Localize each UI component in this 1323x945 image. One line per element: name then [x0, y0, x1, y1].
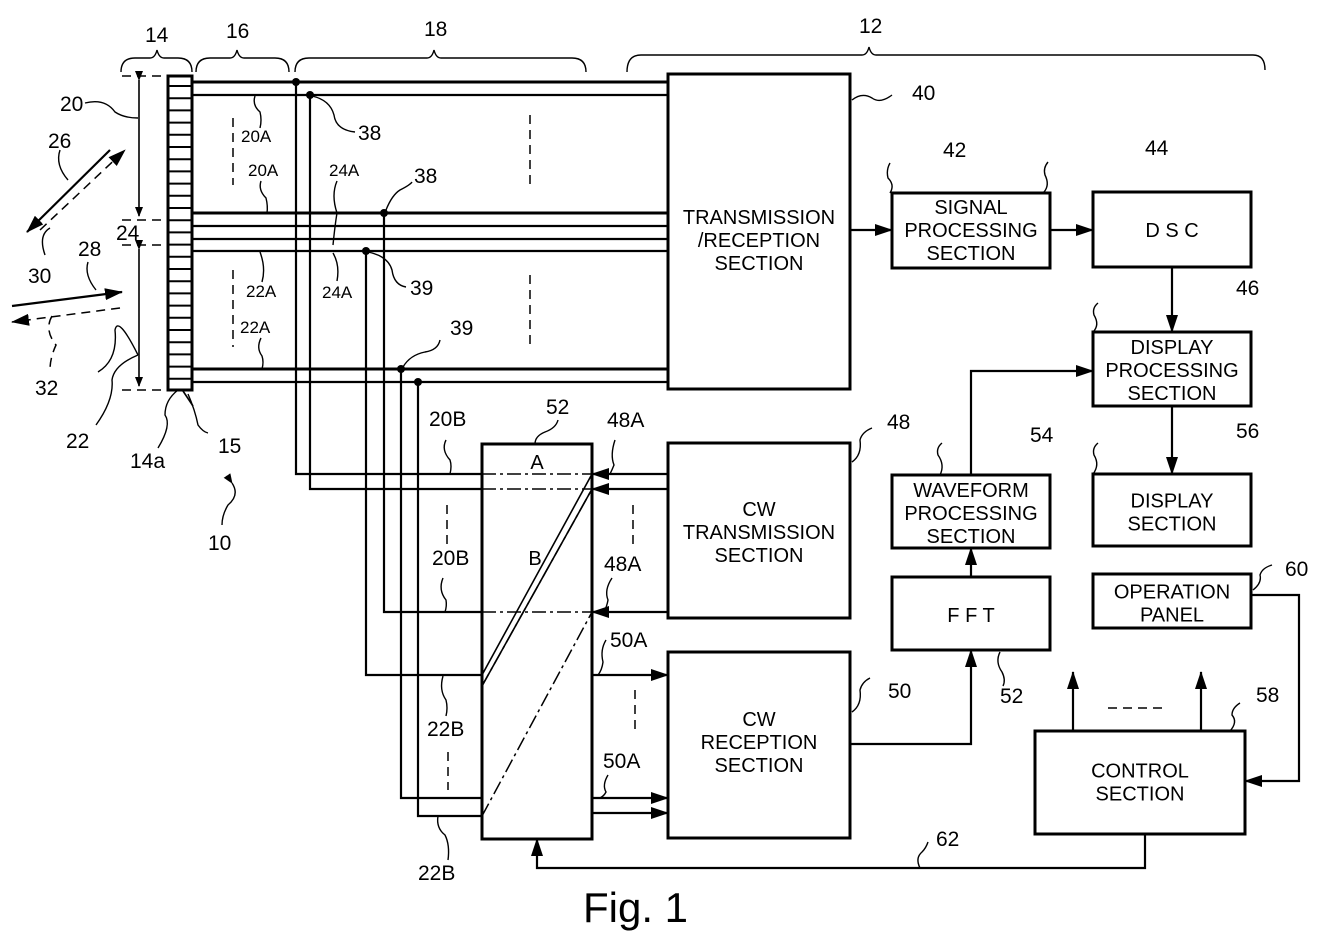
block-cwr-label-line: SECTION	[715, 755, 804, 777]
block-signal-processing: SIGNALPROCESSINGSECTION 42	[887, 139, 1050, 268]
ref-50A-2: 50A	[603, 750, 640, 773]
bracket-cable-label: 16	[226, 20, 249, 43]
ref-44: 44	[1145, 137, 1169, 160]
ref-62: 62	[936, 828, 959, 851]
ref-15: 15	[218, 435, 241, 458]
ref-region-22: 22	[66, 430, 89, 453]
block-tr-label-line: SECTION	[715, 253, 804, 275]
ref-beam-30: 30	[28, 265, 51, 288]
bracket-connector: 18	[295, 18, 586, 72]
ref-58: 58	[1256, 684, 1279, 707]
ref-39-a: 39	[410, 277, 433, 300]
branch-lines	[292, 78, 482, 816]
bracket-main-unit-label: 12	[859, 15, 882, 38]
block-ds-label-line: DISPLAY	[1131, 491, 1214, 513]
ref-39-b: 39	[450, 317, 473, 340]
block-op-label-line: PANEL	[1140, 605, 1204, 627]
bracket-connector-label: 18	[424, 18, 447, 41]
ref-beam-28: 28	[78, 238, 101, 261]
ref-48: 48	[887, 411, 910, 434]
switch-block: A B 52	[482, 396, 592, 839]
block-dsc-label-line: D S C	[1145, 220, 1198, 242]
ref-60: 60	[1285, 558, 1308, 581]
ref-region-24: 24	[116, 222, 140, 245]
figure-caption: Fig. 1	[583, 884, 688, 931]
switch-output-lines: 48A 48A 50A 50A	[592, 409, 668, 813]
block-wp-label-line: SECTION	[927, 526, 1016, 548]
ref-38-b: 38	[414, 165, 437, 188]
block-ds-label-line: SECTION	[1128, 514, 1217, 536]
block-tr-label-line: TRANSMISSION	[683, 207, 835, 229]
ref-40: 40	[912, 82, 935, 105]
region-dimensions: 20 24 22	[60, 76, 168, 453]
ref-20B-2: 20B	[432, 547, 469, 570]
block-wp-label-line: PROCESSING	[904, 503, 1037, 525]
block-wp-label-line: WAVEFORM	[913, 480, 1029, 502]
block-cs-label-line: SECTION	[1096, 784, 1185, 806]
line-labels: 20A 20A 24A 24A 22A 22A 38 38 39 39	[240, 96, 473, 369]
block-control: CONTROLSECTION 58	[1035, 684, 1279, 834]
block-cw-transmission: CWTRANSMISSIONSECTION 48	[668, 411, 910, 618]
block-display-processing: DISPLAYPROCESSINGSECTION 46	[1093, 277, 1259, 406]
switch-input-labels: 20B 20B 22B 22B	[418, 408, 469, 885]
ref-20A-1: 20A	[241, 127, 272, 146]
ref-24A-1: 24A	[329, 161, 360, 180]
ref-56: 56	[1236, 420, 1259, 443]
ref-50A-1: 50A	[610, 629, 647, 652]
ref-48A-1: 48A	[607, 409, 644, 432]
block-dp-label-line: DISPLAY	[1131, 337, 1214, 359]
ref-10: 10	[208, 532, 231, 555]
block-tr-label-line: /RECEPTION	[698, 230, 820, 252]
block-cwt-label-line: TRANSMISSION	[683, 522, 835, 544]
ref-22B-1: 22B	[427, 718, 464, 741]
ref-24A-2: 24A	[322, 283, 353, 302]
ref-22B-2: 22B	[418, 862, 455, 885]
bracket-cable: 16	[196, 20, 289, 72]
beam-arrows: 26 30 28 32	[12, 130, 125, 400]
ref-fft-52: 52	[1000, 685, 1023, 708]
block-cwt-label-line: SECTION	[715, 545, 804, 567]
transducer-array	[168, 76, 192, 390]
ref-42: 42	[943, 139, 966, 162]
ref-beam-26: 26	[48, 130, 71, 153]
block-display: DISPLAYSECTION 56	[1093, 420, 1259, 546]
block-cs-label-line: CONTROL	[1091, 761, 1189, 783]
ref-48A-2: 48A	[604, 553, 641, 576]
block-sp-label-line: SECTION	[927, 243, 1016, 265]
switch-region-b-label: B	[528, 548, 541, 570]
block-sp-label-line: PROCESSING	[904, 220, 1037, 242]
block-cwr-label-line: RECEPTION	[701, 732, 818, 754]
switch-block-ref: 52	[546, 396, 569, 419]
block-dp-label-line: PROCESSING	[1105, 360, 1238, 382]
block-dsc: D S C 44	[1044, 137, 1251, 267]
ref-beam-32: 32	[35, 377, 58, 400]
ref-22A-1: 22A	[246, 282, 277, 301]
bracket-main-unit: 12	[627, 15, 1265, 72]
ref-46: 46	[1236, 277, 1259, 300]
block-sp-label-line: SIGNAL	[934, 197, 1007, 219]
block-dp-label-line: SECTION	[1128, 383, 1217, 405]
block-cwt-label-line: CW	[742, 499, 775, 521]
block-operation-panel: OPERATIONPANEL 60	[1093, 558, 1308, 628]
bracket-probe: 14	[121, 24, 192, 72]
ref-50: 50	[888, 680, 911, 703]
block-fft-label-line: F F T	[947, 605, 994, 627]
ref-14a: 14a	[130, 450, 165, 473]
probe-labels: 14a 15 10	[130, 390, 241, 555]
ref-20A-2: 20A	[248, 161, 279, 180]
block-op-label-line: OPERATION	[1114, 582, 1230, 604]
block-waveform-processing: WAVEFORMPROCESSINGSECTION 54	[892, 424, 1054, 548]
ref-38-a: 38	[358, 122, 381, 145]
switch-region-a-label: A	[530, 452, 544, 474]
ref-22A-2: 22A	[240, 318, 271, 337]
block-cwr-label-line: CW	[742, 709, 775, 731]
ref-54: 54	[1030, 424, 1054, 447]
bracket-probe-label: 14	[145, 24, 169, 47]
ref-region-20: 20	[60, 93, 83, 116]
ref-20B-1: 20B	[429, 408, 466, 431]
